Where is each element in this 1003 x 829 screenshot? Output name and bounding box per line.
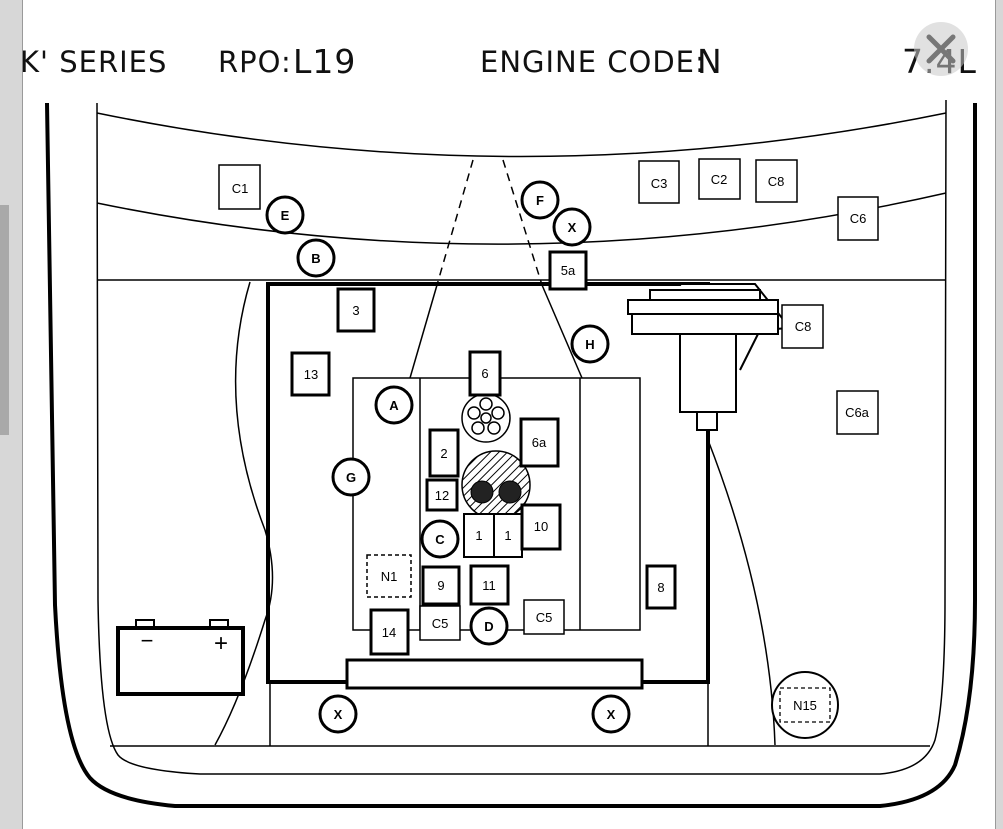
component-n15: N15	[771, 671, 839, 739]
component-1-right: 1	[493, 513, 523, 558]
engine-code-value: N	[697, 42, 723, 81]
svg-text:10: 10	[534, 519, 548, 534]
component-6a: 6a	[519, 417, 560, 468]
connector-c5-left: C5	[419, 605, 461, 641]
svg-text:C8: C8	[768, 174, 785, 189]
svg-text:G: G	[346, 470, 356, 485]
svg-text:9: 9	[437, 578, 444, 593]
ground-g: G	[331, 457, 371, 497]
svg-text:C3: C3	[651, 176, 668, 191]
close-button[interactable]	[914, 22, 968, 76]
connector-n1: N1	[366, 554, 412, 598]
connector-c8-top: C8	[755, 159, 798, 203]
svg-text:14: 14	[382, 625, 396, 640]
engine-compartment	[266, 282, 710, 690]
svg-text:E: E	[281, 208, 290, 223]
svg-text:C5: C5	[536, 610, 553, 625]
connector-c2: C2	[698, 158, 741, 200]
svg-text:6: 6	[481, 366, 488, 381]
vehicle-outline	[45, 99, 977, 808]
ground-h: H	[570, 324, 610, 364]
ground-f: F	[520, 180, 560, 220]
ground-x-top: X	[552, 207, 592, 247]
svg-text:C5: C5	[432, 616, 449, 631]
svg-text:2: 2	[440, 446, 447, 461]
component-13: 13	[290, 351, 331, 397]
svg-text:13: 13	[304, 367, 318, 382]
hood-guide-lines	[436, 159, 543, 286]
distributor-cap	[461, 393, 511, 443]
svg-text:X: X	[334, 707, 343, 722]
connector-c8-side: C8	[781, 304, 824, 349]
battery-minus-label: −	[141, 628, 154, 653]
component-5a: 5a	[548, 250, 588, 291]
hatched-component	[461, 450, 531, 520]
svg-text:C6: C6	[850, 211, 867, 226]
svg-text:B: B	[311, 251, 320, 266]
series-label: K' SERIES	[20, 45, 168, 79]
connector-c1: C1	[218, 164, 261, 210]
connector-c3: C3	[638, 160, 680, 204]
component-8: 8	[645, 564, 677, 610]
svg-text:C: C	[435, 532, 445, 547]
svg-text:N15: N15	[793, 698, 817, 713]
component-10: 10	[520, 503, 562, 551]
connector-c6: C6	[837, 196, 879, 241]
component-6: 6	[468, 350, 502, 397]
svg-text:1: 1	[475, 528, 482, 543]
svg-text:1: 1	[504, 528, 511, 543]
svg-text:D: D	[484, 619, 493, 634]
svg-text:C2: C2	[711, 172, 728, 187]
battery-plus-label: +	[214, 630, 228, 657]
ground-x-right: X	[591, 694, 631, 734]
close-x-icon	[926, 34, 956, 64]
ground-d: D	[469, 606, 509, 646]
component-11: 11	[469, 564, 510, 606]
svg-text:6a: 6a	[532, 435, 547, 450]
svg-text:A: A	[389, 398, 399, 413]
component-1-left: 1	[463, 513, 495, 558]
component-14: 14	[369, 608, 410, 656]
rpo-value: L19	[293, 42, 357, 81]
component-3: 3	[336, 287, 376, 333]
component-2: 2	[428, 428, 460, 478]
svg-text:12: 12	[435, 488, 449, 503]
ground-e: E	[265, 195, 305, 235]
diagram-header: K' SERIES RPO: L19 ENGINE CODE: N 7.4L	[0, 0, 1003, 100]
svg-text:C6a: C6a	[845, 405, 870, 420]
battery: − +	[116, 619, 245, 696]
component-9: 9	[421, 565, 461, 606]
svg-text:X: X	[607, 707, 616, 722]
connector-c5-right: C5	[523, 599, 565, 635]
svg-text:C1: C1	[232, 181, 249, 196]
svg-text:X: X	[568, 220, 577, 235]
svg-text:H: H	[585, 337, 594, 352]
engine-code-label: ENGINE CODE:	[480, 45, 706, 79]
svg-text:5a: 5a	[561, 263, 576, 278]
ground-a: A	[374, 385, 414, 425]
svg-text:3: 3	[352, 303, 359, 318]
svg-text:F: F	[536, 193, 544, 208]
ground-c: C	[420, 519, 460, 559]
ground-x-left: X	[318, 694, 358, 734]
svg-text:C8: C8	[795, 319, 812, 334]
air-cleaner-assembly	[627, 283, 792, 682]
ground-b: B	[296, 238, 336, 278]
rpo-label: RPO:	[218, 45, 292, 79]
window-edge-strip	[0, 205, 9, 435]
svg-text:8: 8	[657, 580, 664, 595]
connector-c6a: C6a	[836, 390, 879, 435]
component-12: 12	[425, 478, 459, 512]
svg-text:N1: N1	[381, 569, 398, 584]
svg-text:11: 11	[482, 578, 496, 593]
